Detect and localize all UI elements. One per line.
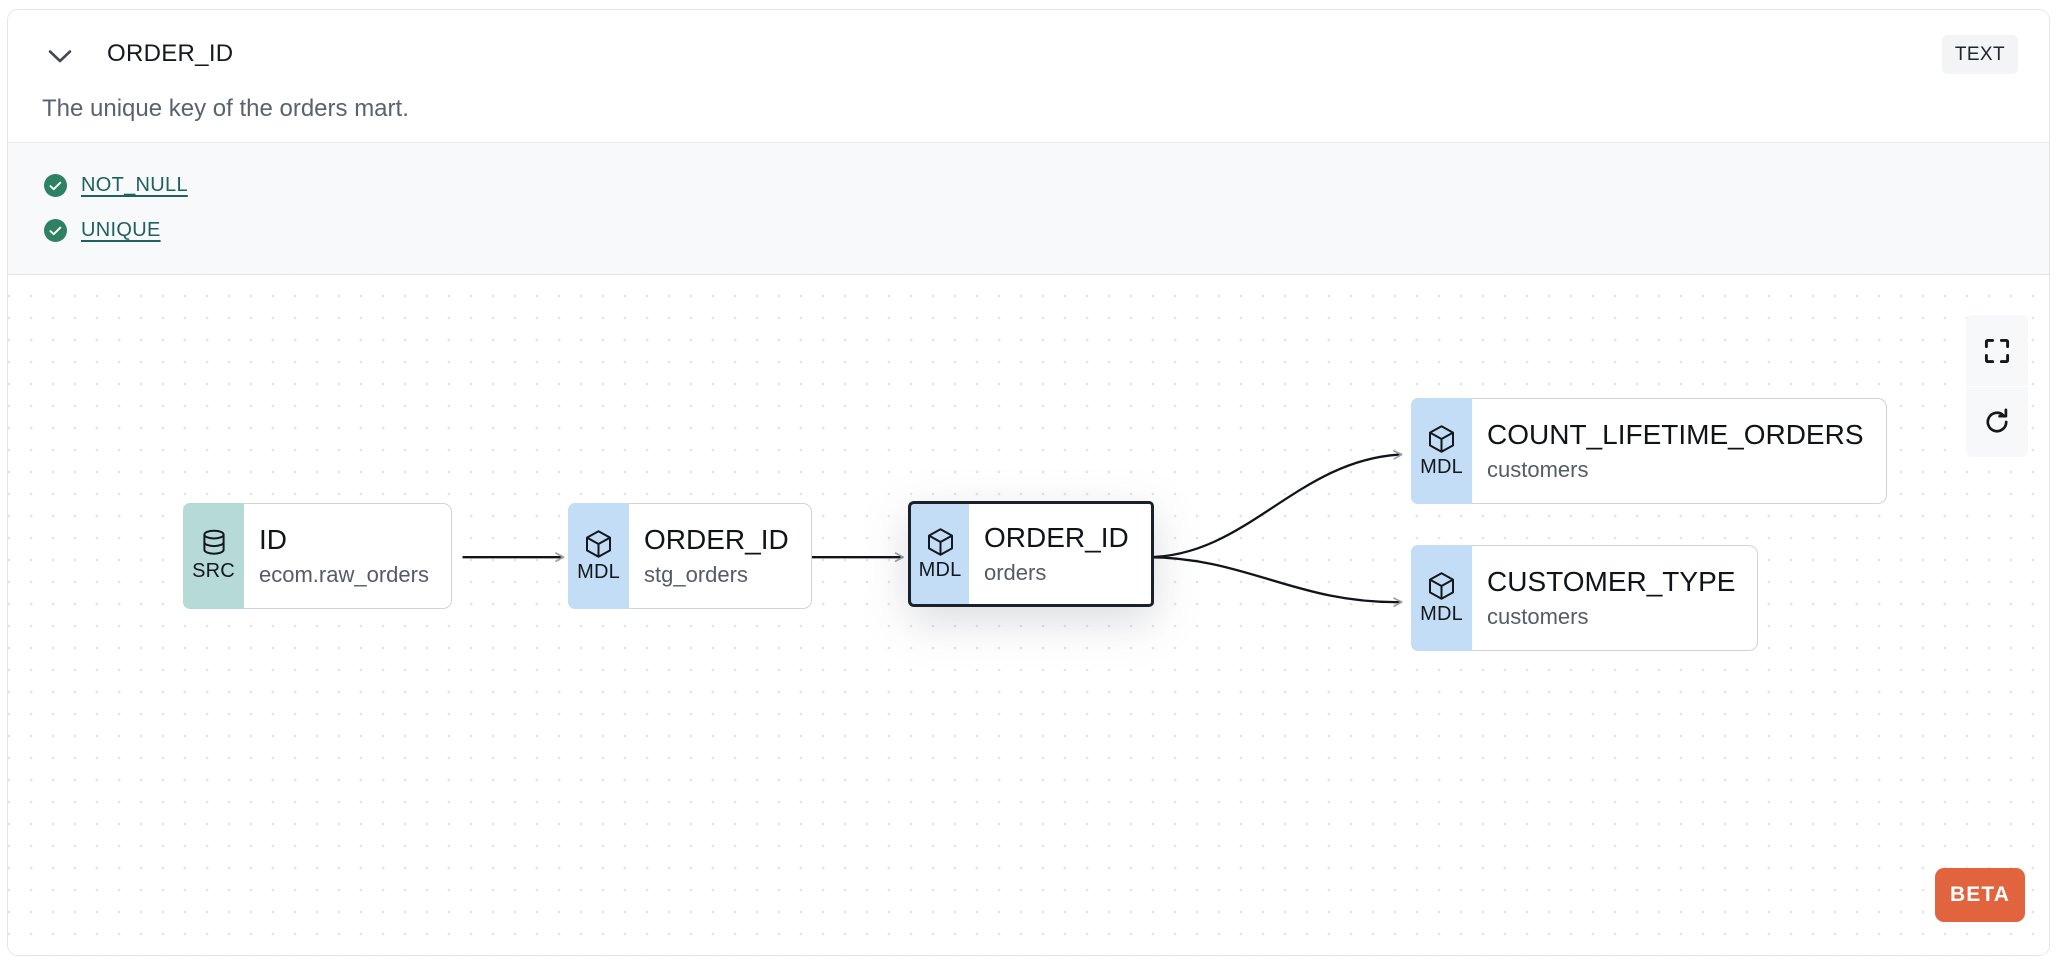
test-row: UNIQUE	[44, 208, 2049, 253]
node-body: ORDER_ID stg_orders	[621, 503, 812, 609]
lineage-node-orders-focused[interactable]: MDL ORDER_ID orders	[908, 501, 1154, 607]
test-link-not-null[interactable]: NOT_NULL	[81, 174, 188, 196]
lineage-node-count-lifetime-orders[interactable]: MDL COUNT_LIFETIME_ORDERS customers	[1411, 398, 1887, 504]
check-circle-icon	[44, 219, 67, 242]
node-body: COUNT_LIFETIME_ORDERS customers	[1464, 398, 1887, 504]
node-type-tag-src: SRC	[183, 503, 244, 609]
lineage-node-customer-type[interactable]: MDL CUSTOMER_TYPE customers	[1411, 545, 1759, 651]
cube-icon	[1429, 571, 1454, 600]
node-model-name: stg_orders	[644, 561, 748, 587]
node-type-tag-mdl: MDL	[1411, 398, 1472, 504]
node-column-name: ORDER_ID	[644, 523, 789, 555]
node-column-name: ID	[259, 523, 287, 555]
node-tag-label: SRC	[192, 560, 235, 582]
check-circle-icon	[44, 174, 67, 197]
node-type-tag-mdl: MDL	[568, 503, 629, 609]
node-model-name: customers	[1487, 456, 1589, 482]
column-description: The unique key of the orders mart.	[42, 95, 409, 122]
node-column-name: CUSTOMER_TYPE	[1487, 565, 1736, 597]
node-model-name: orders	[984, 559, 1047, 585]
database-icon	[202, 529, 225, 555]
node-tag-label: MDL	[1420, 455, 1463, 478]
node-body: CUSTOMER_TYPE customers	[1464, 545, 1759, 651]
lineage-canvas[interactable]: SRC ID ecom.raw_orders MDL ORDER_ID stg_…	[8, 275, 2049, 955]
chevron-down-icon[interactable]	[46, 44, 74, 68]
data-type-badge: TEXT	[1941, 35, 2018, 74]
cube-icon	[586, 529, 611, 558]
test-row: NOT_NULL	[44, 163, 2049, 208]
node-column-name: COUNT_LIFETIME_ORDERS	[1487, 418, 1864, 450]
edge-orders-to-count	[1146, 450, 1403, 559]
lineage-node-src-id[interactable]: SRC ID ecom.raw_orders	[183, 503, 452, 609]
panel-header: ORDER_ID TEXT The unique key of the orde…	[8, 10, 2049, 122]
edge-orders-to-customer-type	[1146, 556, 1403, 608]
fit-view-button[interactable]	[1966, 315, 2028, 386]
cube-icon	[1429, 424, 1454, 453]
column-detail-panel: ORDER_ID TEXT The unique key of the orde…	[7, 9, 2050, 956]
lineage-edges	[462, 450, 1403, 608]
node-type-tag-mdl: MDL	[908, 501, 969, 607]
refresh-button[interactable]	[1966, 386, 2028, 457]
lineage-node-stg-orders[interactable]: MDL ORDER_ID stg_orders	[568, 503, 812, 609]
node-tag-label: MDL	[918, 558, 962, 581]
test-link-unique[interactable]: UNIQUE	[81, 219, 161, 241]
node-body: ORDER_ID orders	[959, 501, 1154, 607]
node-model-name: ecom.raw_orders	[259, 561, 429, 587]
node-tag-label: MDL	[577, 560, 620, 583]
page-title: ORDER_ID	[107, 40, 234, 67]
cube-icon	[927, 527, 953, 556]
tests-section: NOT_NULL UNIQUE	[8, 142, 2049, 275]
canvas-controls	[1966, 315, 2028, 457]
node-model-name: customers	[1487, 603, 1589, 629]
beta-badge[interactable]: BETA	[1935, 868, 2025, 922]
node-type-tag-mdl: MDL	[1411, 545, 1472, 651]
refresh-icon	[1986, 408, 2008, 433]
node-body: ID ecom.raw_orders	[236, 503, 452, 609]
node-tag-label: MDL	[1420, 602, 1463, 625]
node-column-name: ORDER_ID	[984, 521, 1129, 553]
fullscreen-icon	[1984, 338, 2010, 363]
